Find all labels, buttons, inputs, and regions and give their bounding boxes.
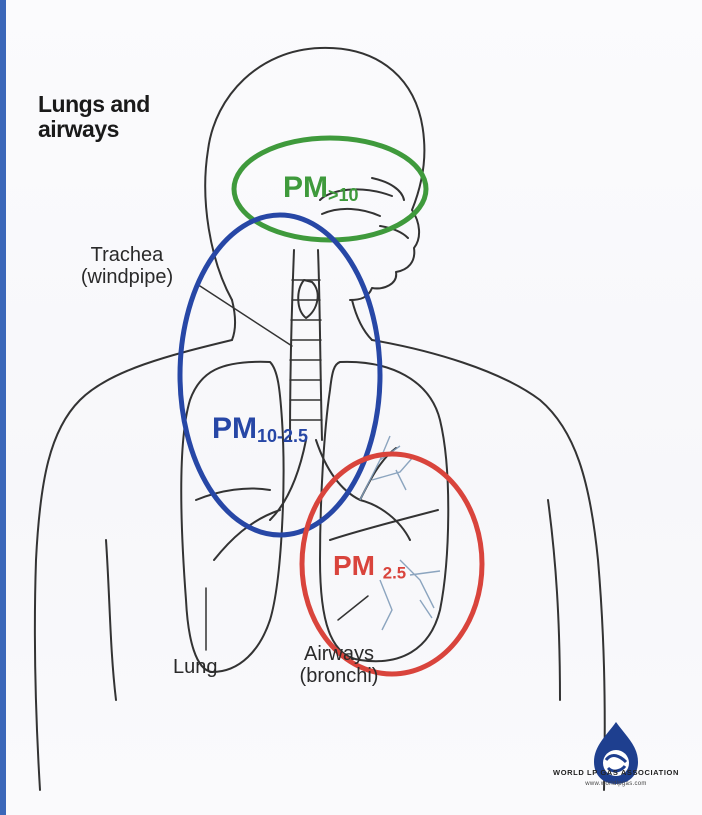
neck-left: [232, 300, 235, 340]
logo-name: WORLD LP GAS ASSOCIATION: [536, 768, 696, 777]
pm-label-upper: PM>10: [283, 171, 359, 206]
airways-pointer: [338, 596, 368, 620]
lung-label: Lung: [173, 656, 218, 678]
trachea-right: [318, 250, 322, 440]
torso-right: [372, 340, 605, 790]
region-ellipse-middle: [180, 215, 380, 535]
larynx: [298, 280, 317, 318]
lobe-line-2: [330, 510, 438, 540]
pm-label-middle: PM10-2.5: [212, 412, 308, 447]
trachea-pointer: [200, 286, 292, 346]
nose-detail: [372, 178, 404, 200]
arm-left-line: [106, 540, 116, 700]
pm-label-lower: PM 2.5: [333, 550, 406, 584]
torso-left: [35, 340, 232, 790]
trachea-label: Trachea (windpipe): [62, 244, 192, 288]
lobe-line-1: [196, 488, 270, 500]
logo-url: www.worldlpgas.com: [536, 781, 696, 787]
diagram-title: Lungs and airways: [38, 92, 188, 143]
airways-label: Airways (bronchi): [284, 643, 394, 687]
arm-right-line: [548, 500, 560, 700]
